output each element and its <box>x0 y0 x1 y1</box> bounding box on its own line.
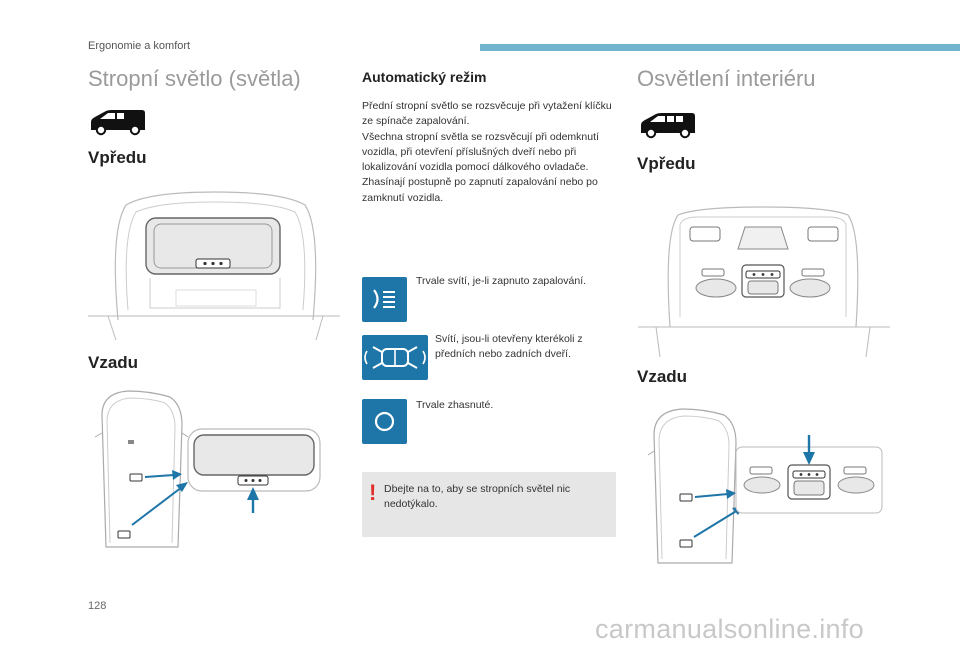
warning-icon: ! <box>369 480 377 505</box>
rear-heading-right: Vzadu <box>637 367 688 386</box>
warning-box: ! Dbejte na to, aby se stropních světel … <box>362 472 616 537</box>
mode-text-off: Trvale zhasnuté. <box>416 399 494 411</box>
section-title-ceiling-light: Stropní světlo (světla) <box>88 66 301 91</box>
automatic-mode-heading: Automatický režim <box>362 69 487 85</box>
watermark: carmanualsonline.info <box>595 614 864 644</box>
section-title-interior-lighting: Osvětlení interiéru <box>637 66 816 91</box>
car-doors-icon <box>362 335 428 380</box>
page-number: 128 <box>88 600 107 612</box>
rear-ceiling-light-illustration <box>94 390 321 548</box>
warning-text: Dbejte na to, aby se stropních světel ni… <box>384 483 571 510</box>
automatic-mode-description: Přední stropní světlo se rozsvěcuje při … <box>362 99 620 206</box>
chapter-title: Ergonomie a komfort <box>88 40 191 52</box>
van-icon <box>91 110 145 136</box>
rear-interior-light-illustration <box>647 408 883 564</box>
front-heading-right: Vpředu <box>637 154 696 173</box>
circle-off-icon <box>362 399 407 444</box>
front-ceiling-light-illustration <box>88 191 340 341</box>
paragraph: Všechna stropní světla se rozsvěcují při… <box>362 130 599 174</box>
mode-text-doors: Svítí, jsou-li otevřeny kterékoli z před… <box>435 333 583 360</box>
van-icon <box>641 113 695 139</box>
mode-text-ignition: Trvale svítí, je-li zapnuto zapalování. <box>416 275 587 287</box>
rear-heading-left: Vzadu <box>88 353 139 372</box>
header-accent-bar <box>480 44 960 51</box>
light-beam-icon <box>362 277 407 322</box>
front-interior-light-illustration <box>638 206 890 358</box>
front-heading-left: Vpředu <box>88 148 147 167</box>
paragraph: Přední stropní světlo se rozsvěcuje při … <box>362 100 612 128</box>
paragraph: Zhasínají postupně po zapnutí zapalování… <box>362 176 598 204</box>
